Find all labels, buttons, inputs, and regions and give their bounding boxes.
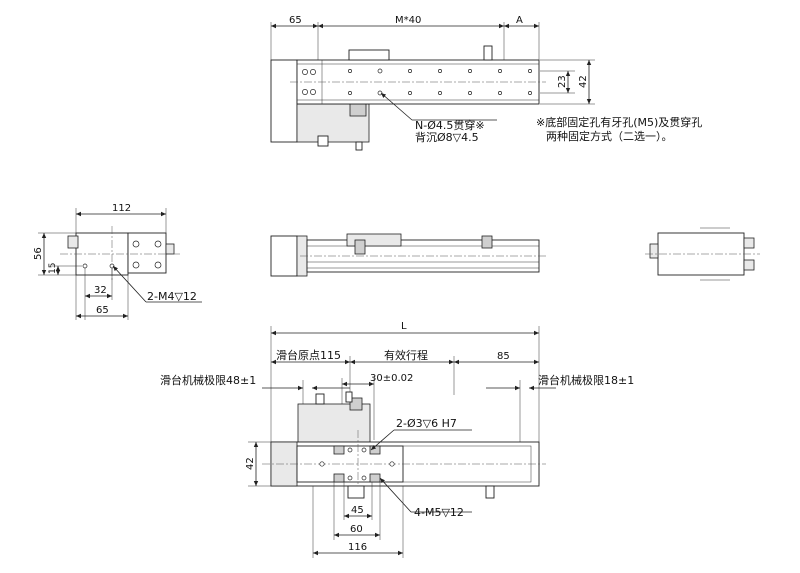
dim-30: 30±0.02: [370, 373, 413, 384]
dim-112: 112: [112, 203, 131, 214]
dim-origin-115: 滑台原点115: [276, 348, 341, 362]
end-view-right: [645, 227, 760, 281]
end-view-left: 112 56 15 32 65 2-M4▽12: [33, 203, 202, 320]
top-motor-housing: [270, 59, 298, 143]
top-limit-sensor: [483, 45, 493, 61]
dim-60: 60: [350, 524, 363, 535]
dim-l: L: [401, 321, 407, 332]
top-motor-plug: [317, 135, 329, 147]
dim-116: 116: [348, 542, 367, 553]
bottom-view: L 滑台原点115 有效行程 85 滑台机械极限48±1 滑台机械极限18±1 …: [160, 321, 634, 558]
dim-42-top: 42: [578, 75, 589, 88]
callout-m4: 2-M4▽12: [147, 290, 197, 303]
top-motor-connector: [349, 103, 367, 117]
callout-pin-holes: 2-Ø3▽6 H7: [396, 417, 457, 430]
dim-23: 23: [557, 75, 568, 88]
dim-45: 45: [351, 505, 364, 516]
dim-effective-stroke: 有效行程: [384, 348, 428, 362]
side-motor-cap: [270, 235, 298, 277]
dim-56: 56: [33, 247, 44, 260]
top-mounting-holes: [348, 68, 532, 96]
note-mounting-2: 两种固定方式（二选一）。: [546, 129, 673, 143]
dim-32: 32: [94, 285, 107, 296]
side-view: [270, 233, 546, 277]
callout-through-hole: N-Ø4.5贯穿※: [415, 118, 485, 132]
dim-65-end: 65: [96, 305, 109, 316]
limit-left: 滑台机械极限48±1: [160, 373, 256, 387]
limit-right: 滑台机械极限18±1: [538, 373, 634, 387]
dim-a: A: [516, 15, 523, 26]
dim-pitch: M*40: [395, 15, 421, 26]
dim-42-bottom: 42: [245, 457, 256, 470]
note-mounting-1: ※底部固定孔有牙孔(M5)及贯穿孔: [536, 115, 702, 129]
dim-15: 15: [48, 263, 58, 274]
top-carriage-stub: [348, 49, 390, 61]
top-motor-plug2: [355, 141, 363, 151]
dim-65-top: 65: [289, 15, 302, 26]
callout-m5: 4-M5▽12: [414, 506, 464, 519]
top-view: 65 M*40 A 23 42 N-Ø4.5贯穿※ 背沉Ø8▽4.5 ※底部固定…: [270, 15, 702, 151]
dim-85: 85: [497, 351, 510, 362]
callout-counterbore: 背沉Ø8▽4.5: [415, 130, 479, 144]
